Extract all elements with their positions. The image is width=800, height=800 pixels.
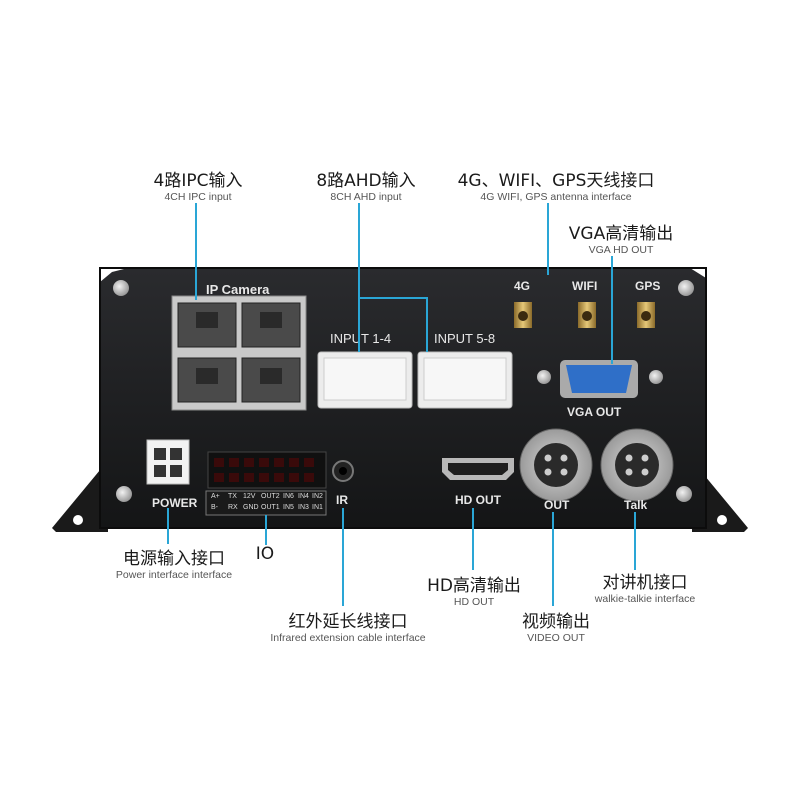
panel-vga-out-label: VGA OUT bbox=[567, 405, 622, 419]
io-label-rx: RX bbox=[228, 504, 238, 511]
callout-video-cn: 视频输出 bbox=[522, 612, 590, 632]
callout-line-antenna bbox=[547, 203, 549, 275]
callout-ipc-en: 4CH IPC input bbox=[164, 191, 232, 203]
callout-vga-cn: VGA高清输出 bbox=[568, 224, 674, 244]
panel-input-1-4-label: INPUT 1-4 bbox=[330, 331, 392, 346]
callout-ahd-en: 8CH AHD input bbox=[330, 191, 402, 203]
callout-talk-cn: 对讲机接口 bbox=[602, 573, 688, 593]
panel-gps-label: GPS bbox=[635, 279, 661, 293]
callout-ir-cn: 红外延长线接口 bbox=[288, 612, 408, 632]
io-label-12v: 12V bbox=[243, 493, 256, 500]
callout-line-ahd-stem bbox=[358, 203, 360, 298]
callout-power-cn: 电源输入接口 bbox=[123, 549, 225, 569]
callout-video-en: VIDEO OUT bbox=[527, 632, 585, 644]
callout-ipc: 4路IPC输入 4CH IPC input bbox=[110, 166, 286, 203]
callout-antenna: 4G、WIFI、GPS天线接口 4G WIFI, GPS antenna int… bbox=[432, 166, 680, 203]
panel-ir-label: IR bbox=[336, 493, 348, 507]
callout-line-ahd-left bbox=[358, 297, 360, 352]
panel-wifi-label: WIFI bbox=[572, 279, 598, 293]
panel-4g-label: 4G bbox=[514, 279, 531, 293]
panel-ip-camera-label: IP Camera bbox=[206, 282, 270, 297]
vga-port bbox=[537, 360, 663, 398]
callout-line-talk bbox=[634, 512, 636, 570]
callout-ahd: 8路AHD输入 8CH AHD input bbox=[278, 166, 454, 203]
left-flange bbox=[52, 470, 108, 532]
callout-ahd-cn: 8路AHD输入 bbox=[316, 171, 416, 191]
video-out-connector bbox=[519, 428, 593, 502]
ahd-connector-5-8 bbox=[417, 351, 513, 409]
io-label-gnd: GND bbox=[243, 504, 259, 511]
callout-line-ipc bbox=[195, 203, 197, 300]
callout-vga-en: VGA HD OUT bbox=[588, 244, 654, 256]
callout-ipc-cn: 4路IPC输入 bbox=[153, 171, 243, 191]
callout-antenna-cn: 4G、WIFI、GPS天线接口 bbox=[457, 171, 655, 191]
callout-hd-cn: HD高清输出 bbox=[427, 576, 521, 596]
io-label-tx: TX bbox=[228, 493, 237, 500]
callout-power-en: Power interface interface bbox=[115, 569, 233, 581]
callout-ir: 红外延长线接口 Infrared extension cable interfa… bbox=[242, 607, 454, 644]
io-label-a-plus: A+ bbox=[211, 493, 220, 500]
callout-power: 电源输入接口 Power interface interface bbox=[96, 544, 252, 581]
antenna-gps bbox=[637, 302, 655, 328]
ahd-connector-1-4 bbox=[317, 351, 413, 409]
antenna-4g bbox=[514, 302, 532, 328]
io-label-in6: IN6 bbox=[283, 493, 294, 500]
callout-talk-en: walkie-talkie interface bbox=[594, 593, 696, 605]
io-label-in5: IN5 bbox=[283, 504, 294, 511]
io-label-in1: IN1 bbox=[312, 504, 323, 511]
io-label-out1: OUT1 bbox=[261, 504, 280, 511]
callout-antenna-en: 4G WIFI, GPS antenna interface bbox=[480, 191, 632, 203]
callout-hd-en: HD OUT bbox=[453, 596, 495, 608]
io-label-out2: OUT2 bbox=[261, 493, 280, 500]
callout-line-power bbox=[167, 508, 169, 544]
ir-jack bbox=[332, 460, 354, 482]
callout-line-video bbox=[552, 512, 554, 606]
callout-line-ahd-bar bbox=[358, 297, 428, 299]
panel-out-label: OUT bbox=[544, 498, 570, 512]
callout-hd: HD高清输出 HD OUT bbox=[404, 571, 544, 608]
callout-line-hd bbox=[472, 508, 474, 570]
panel-input-5-8-label: INPUT 5-8 bbox=[434, 331, 496, 346]
callout-line-io bbox=[265, 515, 267, 545]
io-label-in4: IN4 bbox=[298, 493, 309, 500]
io-label-in3: IN3 bbox=[298, 504, 309, 511]
talk-connector bbox=[600, 428, 674, 502]
panel-talk-label: Talk bbox=[624, 498, 648, 512]
callout-line-vga bbox=[611, 256, 613, 364]
io-terminal bbox=[205, 451, 327, 516]
callout-line-ahd-right bbox=[426, 297, 428, 352]
io-label-b-minus: B- bbox=[211, 504, 218, 511]
panel-hd-out-label: HD OUT bbox=[455, 493, 501, 507]
hdmi-port bbox=[442, 458, 514, 480]
callout-line-ir bbox=[342, 508, 344, 606]
panel-power-label: POWER bbox=[152, 496, 198, 510]
io-label-in2: IN2 bbox=[312, 493, 323, 500]
callout-vga: VGA高清输出 VGA HD OUT bbox=[548, 219, 694, 256]
callout-io: IO bbox=[248, 544, 282, 564]
callout-io-cn: IO bbox=[255, 544, 275, 564]
callout-talk: 对讲机接口 walkie-talkie interface bbox=[570, 568, 720, 605]
callout-video: 视频输出 VIDEO OUT bbox=[496, 607, 616, 644]
power-connector bbox=[146, 439, 190, 485]
rj45-block bbox=[171, 295, 307, 411]
callout-ir-en: Infrared extension cable interface bbox=[270, 632, 426, 644]
antenna-wifi bbox=[578, 302, 596, 328]
